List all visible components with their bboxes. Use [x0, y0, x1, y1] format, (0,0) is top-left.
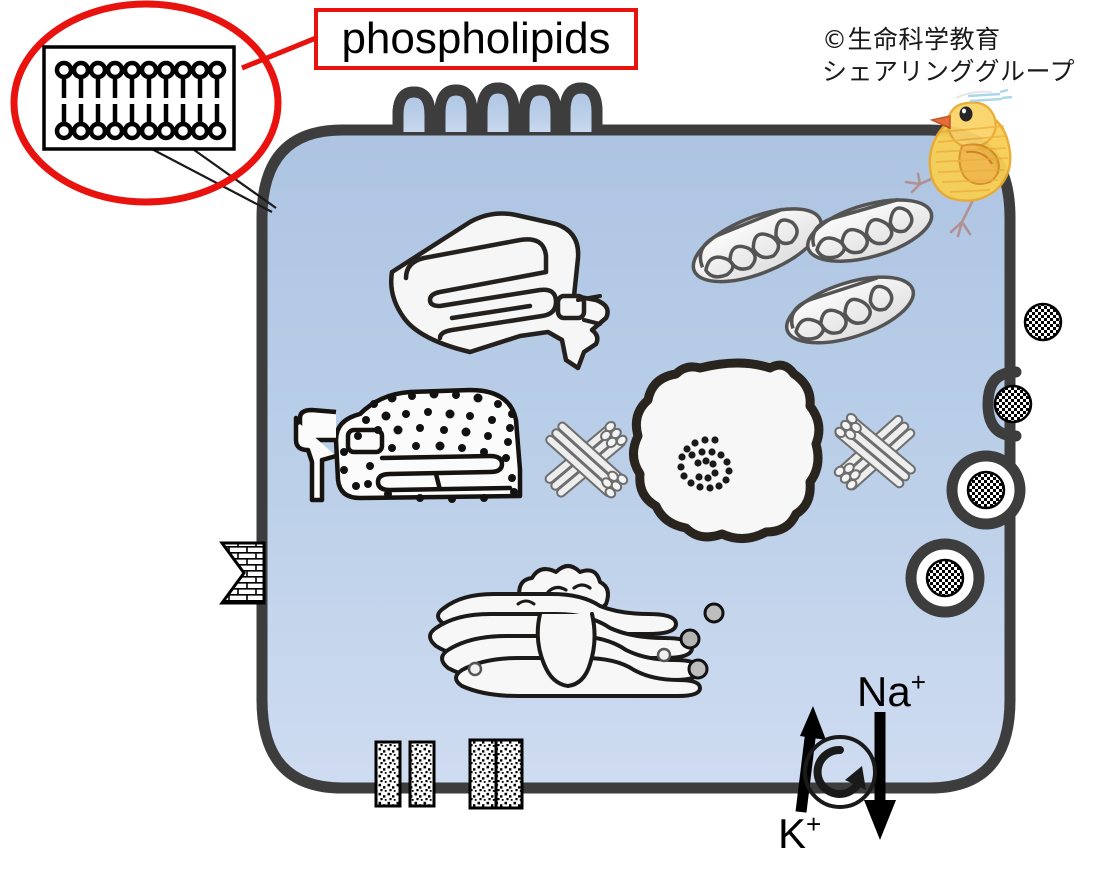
mitochondrion	[784, 275, 916, 345]
transmembrane-channel-proteins	[374, 738, 524, 810]
mitochondrion	[691, 207, 823, 284]
circular-arrow-icon	[803, 735, 877, 809]
mitochondria-group	[691, 197, 934, 345]
callout-circle	[10, 0, 282, 206]
nucleolus	[677, 436, 733, 492]
sodium-potassium-pump	[795, 706, 896, 840]
copyright-line-2: シェアリンググループ	[822, 57, 1076, 86]
potassium-ion-symbol: K	[778, 810, 807, 857]
endocytosis-sequence	[905, 302, 1063, 618]
copyright-line-1: ©生命科学教育	[822, 25, 1001, 54]
particle-outside	[1023, 302, 1063, 342]
phospholipid-label-box: phospholipids	[314, 8, 638, 70]
sodium-ion-symbol: Na	[857, 668, 911, 715]
phospholipid-bilayer-icon	[54, 60, 227, 141]
golgi-apparatus	[428, 564, 702, 698]
transport-vesicles	[467, 602, 725, 680]
chick-mascot	[904, 88, 1013, 238]
callout-leader-line	[241, 35, 317, 71]
extracellular-matrix-flag	[219, 541, 266, 605]
ribosomes	[340, 389, 518, 503]
nucleus	[629, 358, 824, 543]
phospholipid-callout	[10, 0, 317, 213]
membrane-invagination	[982, 366, 1022, 442]
sodium-ion-charge: +	[910, 667, 926, 697]
sodium-ion-label: Na+	[857, 668, 926, 716]
sodium-arrow	[864, 712, 896, 840]
potassium-ion-label: K+	[778, 810, 821, 858]
potassium-ion-charge: +	[806, 809, 822, 839]
copyright-notice: ©生命科学教育 シェアリンググループ	[822, 24, 1092, 88]
centriole-pair	[544, 420, 629, 499]
phospholipid-label-text: phospholipids	[341, 14, 611, 63]
centriole-pair	[833, 412, 916, 491]
rough-endoplasmic-reticulum	[293, 387, 523, 503]
smooth-endoplasmic-reticulum	[389, 211, 610, 371]
mitochondrion	[806, 197, 934, 263]
